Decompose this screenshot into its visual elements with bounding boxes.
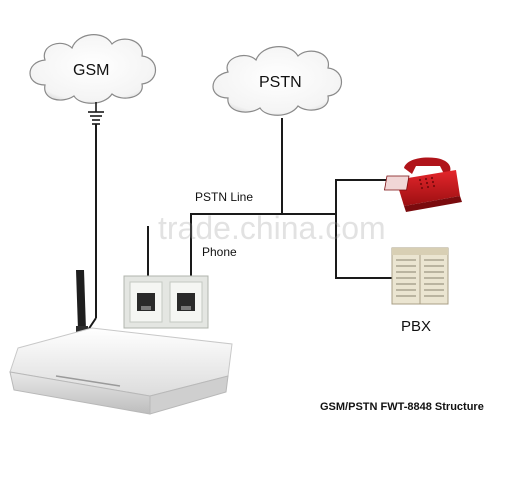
diagram-caption: GSM/PSTN FWT-8848 Structure	[320, 401, 484, 413]
pstn-cloud	[212, 46, 343, 116]
rj11-jack-icon	[123, 275, 209, 329]
pstn-cloud-label: PSTN	[259, 74, 302, 91]
phone-label: Phone	[202, 245, 237, 259]
gsm-cloud	[29, 34, 157, 104]
pbx-icon	[391, 247, 449, 305]
pbx-label: PBX	[401, 318, 432, 335]
gsm-cloud-label: GSM	[73, 62, 110, 79]
antenna-icon	[76, 270, 88, 334]
extension-links	[282, 179, 396, 279]
telephone-icon	[384, 157, 462, 212]
gsm-link	[87, 102, 104, 331]
pstn-line-label: PSTN Line	[195, 190, 254, 204]
watermark: trade.china.com	[158, 210, 386, 246]
fwt-device	[9, 327, 233, 415]
pstn-link	[190, 118, 283, 276]
